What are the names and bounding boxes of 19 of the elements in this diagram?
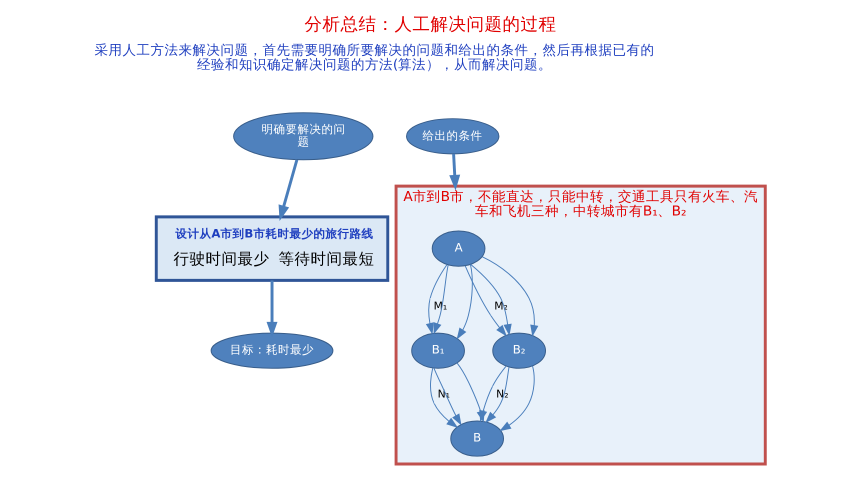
arrow	[464, 265, 506, 336]
node-ellipse: 目标：耗时最少	[210, 332, 333, 369]
diagram-title: 分析总结：人工解决问题的过程	[304, 15, 556, 36]
node-ellipse: 给出的条件	[406, 118, 499, 154]
arrow	[484, 366, 510, 424]
arrow	[425, 264, 447, 335]
label: 采用人工方法来解决问题，首先需要明确所要解决的问题和给出的条件，然后再根据已有的经验和知识确定解决问题的方法(算法），从而解决问题。	[94, 42, 654, 74]
node-box: 设计从A市到B市耗时最少的旅行路线 行驶时间最少 等待时间最短	[154, 215, 389, 282]
arrow	[456, 264, 472, 340]
arrow	[498, 366, 534, 432]
arrow	[278, 159, 298, 221]
arrow	[481, 256, 538, 337]
node-ellipse: B	[450, 420, 504, 457]
node-ellipse: B₁	[410, 332, 464, 369]
arrow	[448, 154, 460, 191]
node-ellipse: B₂	[492, 332, 546, 369]
arrow	[478, 366, 506, 422]
node-ellipse: A	[431, 230, 485, 267]
node-ellipse: 明确要解决的问题	[232, 112, 373, 160]
